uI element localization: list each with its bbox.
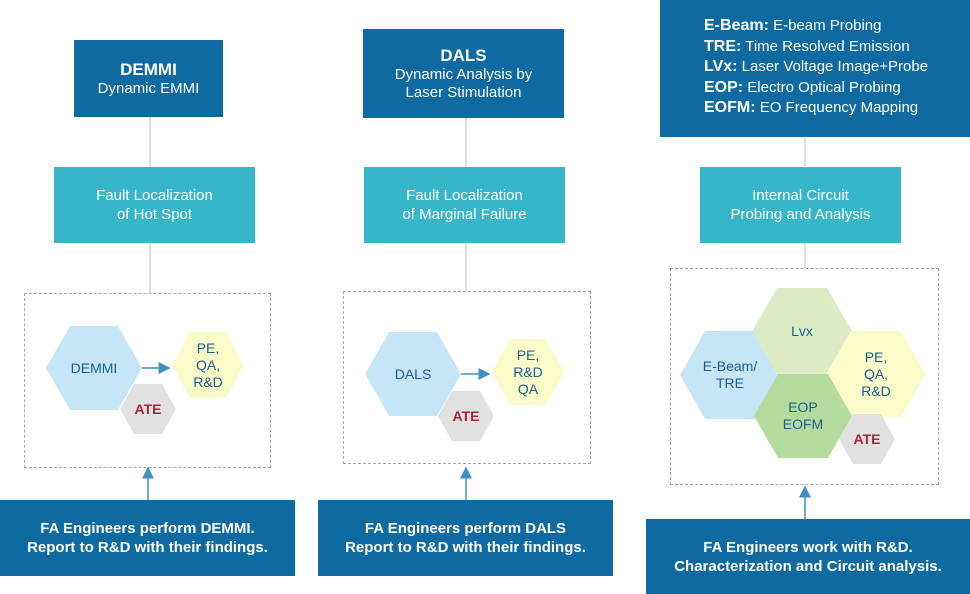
ebeam-hex-label: E-Beam/ TRE <box>702 358 758 391</box>
hot-spot-box: Fault Localization of Hot Spot <box>54 167 255 243</box>
ebeam-tre-hex <box>680 331 780 419</box>
marginal-failure-box: Fault Localization of Marginal Failure <box>364 167 565 243</box>
pe-qa-rd-hex <box>172 332 244 398</box>
demmi-subtitle: Dynamic EMMI <box>97 79 200 97</box>
dals-footer: FA Engineers perform DALS Report to R&D … <box>318 500 613 576</box>
legend-row: TRE: Time Resolved Emission <box>704 37 910 55</box>
ate-hex <box>839 414 895 464</box>
footer-line: FA Engineers work with R&D. <box>703 538 913 556</box>
eop-hex-label: EOP EOFM <box>782 399 824 432</box>
footer-line: Report to R&D with their findings. <box>345 539 586 556</box>
ate-hex-label: ATE <box>134 400 162 417</box>
dals-header: DALS Dynamic Analysis by Laser Stimulati… <box>363 29 564 118</box>
lvx-hex <box>752 288 852 374</box>
demmi-header: DEMMI Dynamic EMMI <box>74 40 223 117</box>
footer-line: FA Engineers perform DALS <box>364 520 567 537</box>
demmi-footer: FA Engineers perform DEMMI. Report to R&… <box>0 500 295 576</box>
purpose-line: of Marginal Failure <box>402 206 527 223</box>
purpose-line: of Hot Spot <box>116 206 193 223</box>
footer-line: Report to R&D with their findings. <box>27 539 268 556</box>
pe-qa-rd-hex <box>826 331 926 417</box>
lvx-hex-label: Lvx <box>791 322 813 339</box>
ate-hex-label: ATE <box>452 407 480 424</box>
purpose-line: Fault Localization <box>96 187 213 204</box>
probing-flow-area <box>670 268 939 485</box>
acronym-legend: E-Beam: E-beam Probing TRE: Time Resolve… <box>660 0 970 137</box>
dals-hex-label: DALS <box>394 365 432 382</box>
dals-hex <box>365 332 461 416</box>
ate-hex <box>438 391 494 441</box>
legend-row: EOP: Electro Optical Probing <box>704 78 901 96</box>
internal-circuit-box: Internal Circuit Probing and Analysis <box>700 167 901 243</box>
demmi-flow-area <box>24 293 271 468</box>
probing-footer: FA Engineers work with R&D. Characteriza… <box>646 519 970 594</box>
dals-subtitle: Laser Stimulation <box>405 83 522 101</box>
demmi-title: DEMMI <box>120 59 177 79</box>
pe-rd-qa-hex <box>492 339 564 405</box>
pe-hex-label: PE, R&D QA <box>513 346 543 397</box>
demmi-hex <box>46 326 142 410</box>
purpose-line: Probing and Analysis <box>730 206 871 223</box>
pe-hex-label: PE, QA, R&D <box>861 348 891 399</box>
dals-flow-area <box>343 291 591 464</box>
pe-hex-label: PE, QA, R&D <box>193 339 223 390</box>
ate-hex-label: ATE <box>853 430 881 447</box>
footer-line: Characterization and Circuit analysis. <box>674 557 942 575</box>
legend-row: E-Beam: E-beam Probing <box>704 17 882 34</box>
demmi-hex-label: DEMMI <box>70 359 118 376</box>
ate-hex <box>120 384 176 434</box>
purpose-line: Fault Localization <box>406 187 523 204</box>
purpose-line: Internal Circuit <box>752 187 849 204</box>
legend-row: EOFM: EO Frequency Mapping <box>704 99 919 116</box>
dals-title: DALS <box>440 45 487 65</box>
dals-subtitle: Dynamic Analysis by <box>394 65 533 83</box>
footer-line: FA Engineers perform DEMMI. <box>40 520 255 537</box>
eop-eofm-hex <box>754 374 852 458</box>
legend-row: LVx: Laser Voltage Image+Probe <box>704 58 929 75</box>
